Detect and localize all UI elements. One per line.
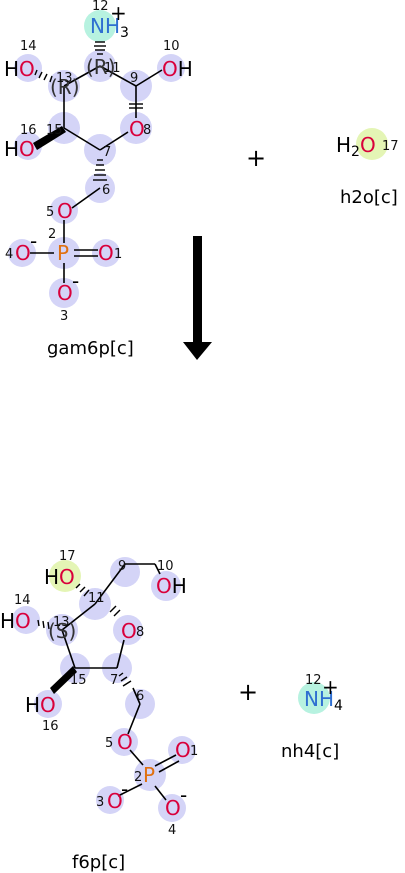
stereo-bonds-f6p	[37, 583, 132, 687]
atom-12-symbol: NH	[90, 14, 120, 38]
atom-number-3: 3	[60, 309, 68, 324]
molecule-name-f6p: f6p[c]	[72, 852, 125, 873]
atom-number-14: 14	[20, 39, 37, 54]
atom-number-8: 8	[143, 123, 151, 138]
atom-labels-f6p: HO 17 9 OH 10 HO 14 (S) 13 11 O 8 15 7 H…	[0, 549, 198, 838]
f6p-atom-8-symbol: O	[121, 619, 137, 643]
atom-number-17-h2o: 17	[382, 139, 399, 154]
plus-sign-products: +	[238, 678, 258, 706]
svg-text:HO: HO	[0, 609, 31, 633]
wedge-bond-15-16-f6p	[50, 666, 77, 694]
nh4-atom-number-12: 12	[305, 673, 322, 688]
atom-11-label: (R)	[86, 55, 116, 79]
f6p-atom-3-symbol: O	[107, 789, 123, 813]
f6p-atom-3-charge: -	[121, 777, 128, 801]
f6p-atom-number-16: 16	[42, 719, 59, 734]
atom-8-symbol: O	[129, 117, 145, 141]
nh4-sub: 4	[334, 698, 343, 714]
f6p-atom-13-label: (S)	[48, 619, 76, 643]
atom-4-symbol: O	[15, 241, 31, 265]
atom-3-charge: -	[72, 269, 79, 293]
f6p-atom-number-6: 6	[136, 689, 144, 704]
atom-number-9: 9	[130, 71, 138, 86]
nh4-symbol: NH	[304, 687, 334, 711]
svg-text:OH: OH	[156, 574, 187, 598]
svg-text:H2O: H2O	[336, 133, 376, 160]
f6p-atom-number-8: 8	[136, 625, 144, 640]
svg-text:HO: HO	[4, 57, 35, 81]
atom-number-13: 13	[56, 71, 73, 86]
atom-4-charge: -	[30, 229, 37, 253]
f6p-atom-number-17: 17	[59, 549, 76, 564]
atom-12-sub: 3	[120, 25, 129, 41]
atom-number-4: 4	[5, 247, 13, 262]
molecule-h2o: H2O 17 h2o[c]	[336, 128, 399, 208]
molecule-nh4: NH4 + 12 nh4[c]	[281, 673, 343, 762]
f6p-atom-number-13: 13	[53, 615, 70, 630]
f6p-atom-number-15: 15	[70, 673, 87, 688]
atom-number-10: 10	[163, 39, 180, 54]
molecule-name-h2o: h2o[c]	[340, 187, 398, 208]
h2o-sub: 2	[351, 144, 360, 160]
molecule-name-gam6p: gam6p[c]	[47, 338, 134, 359]
stereo-bonds-gam6p	[34, 41, 143, 181]
f6p-atom-number-3: 3	[96, 795, 104, 810]
f6p-atom-4-symbol: O	[165, 796, 181, 820]
atom-number-7: 7	[103, 145, 111, 160]
f6p-atom-number-5: 5	[105, 736, 113, 751]
atom-2-symbol: P	[57, 241, 69, 265]
bonds-f6p	[61, 563, 180, 801]
plus-sign-substrates: +	[246, 144, 266, 172]
atom-12-charge: +	[110, 1, 127, 25]
atom-number-12: 12	[92, 0, 109, 14]
h2o-h: H	[336, 133, 351, 157]
atom-5-symbol: O	[57, 199, 73, 223]
atom-number-5: 5	[46, 205, 54, 220]
atom-1-symbol: O	[98, 241, 114, 265]
f6p-atom-number-14: 14	[14, 593, 31, 608]
svg-text:HO: HO	[25, 693, 56, 717]
atom-13-label: (R)	[50, 75, 80, 99]
f6p-atom-number-4: 4	[168, 823, 176, 838]
molecule-f6p: HO 17 9 OH 10 HO 14 (S) 13 11 O 8 15 7 H…	[0, 549, 198, 873]
svg-text:HO: HO	[4, 137, 35, 161]
molecule-gam6p: NH3 + 12 HO 14 (R) 13 (R) 11 9 OH 10 HO …	[4, 0, 193, 359]
f6p-atom-number-2: 2	[134, 770, 142, 785]
atom-number-2: 2	[48, 227, 56, 242]
f6p-atom-5-symbol: O	[117, 730, 133, 754]
f6p-atom-number-9: 9	[118, 559, 126, 574]
wedge-bond-15-16	[33, 126, 66, 150]
svg-text:HO: HO	[44, 565, 75, 589]
f6p-atom-number-7: 7	[110, 673, 118, 688]
atom-number-11: 11	[104, 61, 121, 76]
atom-number-6: 6	[102, 183, 110, 198]
reaction-arrow	[183, 236, 212, 360]
atom-3-symbol: O	[57, 281, 73, 305]
bonds-gam6p	[30, 65, 163, 283]
h2o-o: O	[360, 133, 376, 157]
atom-number-16: 16	[20, 123, 37, 138]
nh4-charge: +	[322, 675, 339, 699]
f6p-atom-1-symbol: O	[175, 738, 191, 762]
f6p-atom-4-charge: -	[180, 783, 187, 807]
f6p-atom-number-10: 10	[157, 559, 174, 574]
atom-number-15: 15	[46, 123, 63, 138]
atom-labels-gam6p: NH3 + 12 HO 14 (R) 13 (R) 11 9 OH 10 HO …	[4, 0, 193, 324]
f6p-atom-2-symbol: P	[143, 763, 155, 787]
svg-text:NH3: NH3	[90, 14, 129, 41]
f6p-atom-number-11: 11	[88, 591, 105, 606]
f6p-atom-number-1: 1	[190, 744, 198, 759]
atom-number-1: 1	[114, 247, 122, 262]
svg-text:NH4: NH4	[304, 687, 343, 714]
svg-text:OH: OH	[162, 57, 193, 81]
molecule-name-nh4: nh4[c]	[281, 741, 339, 762]
